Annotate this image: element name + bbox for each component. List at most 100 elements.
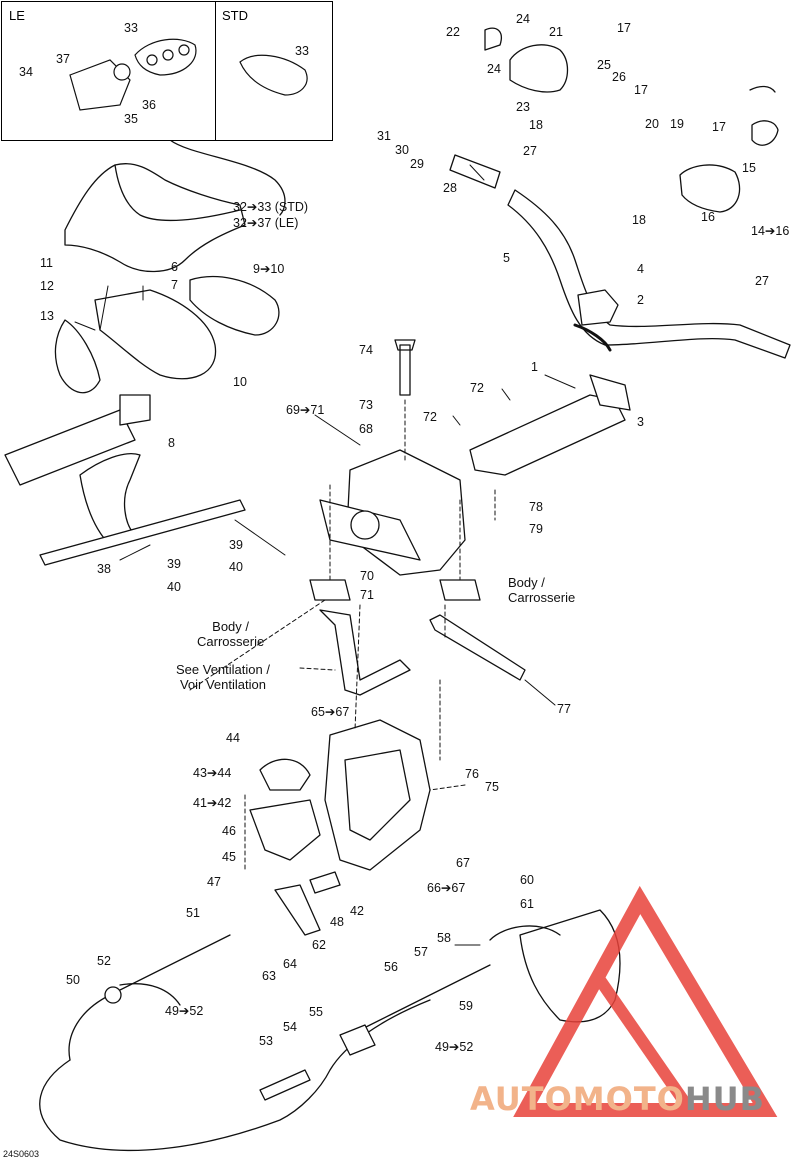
- callout-5: 5: [503, 251, 510, 265]
- callout-67: 67: [456, 856, 470, 870]
- callout-31: 31: [377, 129, 391, 143]
- callout-52: 52: [97, 954, 111, 968]
- arm-41: [249, 799, 321, 861]
- callout-48: 48: [330, 915, 344, 929]
- callout-9: 9➔10: [253, 262, 285, 276]
- callout-25: 25: [597, 58, 611, 72]
- steering-plate: [324, 719, 431, 871]
- callout-65: 65➔67: [311, 705, 350, 719]
- callout-40b: 40: [167, 580, 181, 594]
- callout-27b: 27: [755, 274, 769, 288]
- callout-63: 63: [262, 969, 276, 983]
- steering-cover: [94, 289, 217, 380]
- lever-62: [274, 884, 321, 936]
- arm-43: [259, 758, 311, 791]
- callout-7: 7: [171, 278, 178, 292]
- callout-11: 11: [40, 256, 53, 270]
- diagram-code: 24S0603: [3, 1149, 40, 1159]
- callout-18b: 18: [632, 213, 646, 227]
- right-grip: [449, 154, 501, 189]
- std-bezel: [239, 54, 308, 96]
- cable-56: [359, 964, 491, 1031]
- watermark-triangle: [513, 885, 778, 1117]
- callout-10: 10: [233, 375, 247, 389]
- callout-50: 50: [66, 973, 80, 987]
- callout-32-std: 32➔33 (STD): [233, 200, 309, 214]
- callout-33-std: 33: [295, 44, 309, 58]
- callout-17c: 17: [712, 120, 726, 134]
- callout-39b: 39: [167, 557, 181, 571]
- callout-72: 72: [470, 381, 484, 395]
- callout-38: 38: [97, 562, 111, 576]
- callout-30: 30: [395, 143, 409, 157]
- callout-66: 66➔67: [427, 881, 466, 895]
- note-body-left: Body / Carrosserie: [197, 619, 265, 650]
- callout-54: 54: [283, 1020, 297, 1034]
- callout-26: 26: [612, 70, 626, 84]
- note-body-right-en: Body /: [508, 575, 545, 590]
- callout-35: 35: [124, 112, 138, 126]
- callout-24b: 24: [487, 62, 501, 76]
- vent-bracket: [319, 609, 411, 696]
- callout-24: 24: [516, 12, 530, 26]
- callout-14: 14➔16: [751, 224, 790, 238]
- note-body-right-fr: Carrosserie: [508, 589, 576, 605]
- handlebar-clamp: [577, 289, 619, 326]
- note-body-left-fr: Carrosserie: [197, 633, 265, 649]
- callout-71: 71: [360, 588, 374, 602]
- callout-40: 40: [229, 560, 243, 574]
- inset-leader-line: [169, 139, 286, 216]
- watermark-part1: AUTOMOTO: [470, 1080, 685, 1118]
- callout-62: 62: [312, 938, 326, 952]
- callout-74: 74: [359, 343, 373, 357]
- callout-17b: 17: [634, 83, 648, 97]
- callout-70: 70: [360, 569, 374, 583]
- callout-32-le: 32➔37 (LE): [233, 216, 299, 230]
- callout-78: 78: [529, 500, 543, 514]
- watermark-part2: HUB: [684, 1080, 766, 1118]
- callout-75: 75: [485, 780, 499, 794]
- callout-49: 49➔52: [165, 1004, 204, 1018]
- callout-61: 61: [520, 897, 534, 911]
- callout-53: 53: [259, 1034, 273, 1048]
- callout-73: 73: [359, 398, 373, 412]
- callout-68: 68: [359, 422, 373, 436]
- cover-9: [189, 275, 280, 336]
- callout-37: 37: [56, 52, 70, 66]
- callout-6: 6: [171, 260, 178, 274]
- callout-47: 47: [207, 875, 221, 889]
- switch-housing: [509, 44, 569, 93]
- note-body-right: Body / Carrosserie: [508, 575, 576, 606]
- callout-57: 57: [414, 945, 428, 959]
- callout-58: 58: [437, 931, 451, 945]
- callout-19: 19: [670, 117, 684, 131]
- callout-77: 77: [557, 702, 571, 716]
- handlebar: [507, 189, 791, 359]
- note-ventilation-fr: Voir Ventilation: [179, 676, 266, 692]
- note-body-left-en: Body /: [212, 619, 250, 634]
- callout-72b: 72: [423, 410, 437, 424]
- callout-4: 4: [637, 262, 644, 276]
- callout-56: 56: [384, 960, 398, 974]
- throttle-housing: [679, 164, 741, 213]
- callout-41: 41➔42: [193, 796, 232, 810]
- callout-51: 51: [186, 906, 200, 920]
- callout-79: 79: [529, 522, 543, 536]
- left-panel: [79, 453, 141, 546]
- callout-55: 55: [309, 1005, 323, 1019]
- left-grip: [4, 409, 136, 486]
- inset-le-label: LE: [9, 8, 25, 23]
- callout-34: 34: [19, 65, 33, 79]
- callout-22: 22: [446, 25, 460, 39]
- callout-15: 15: [742, 161, 756, 175]
- callout-60: 60: [520, 873, 534, 887]
- callout-43: 43➔44: [193, 766, 232, 780]
- callout-20: 20: [645, 117, 659, 131]
- callout-3: 3: [637, 415, 644, 429]
- callout-36: 36: [142, 98, 156, 112]
- inset-std-label: STD: [222, 8, 248, 23]
- callout-1: 1: [531, 360, 538, 374]
